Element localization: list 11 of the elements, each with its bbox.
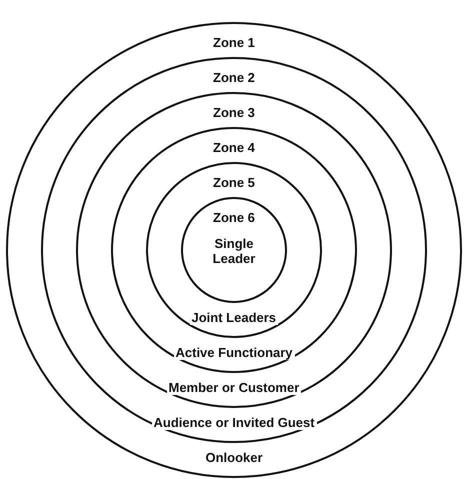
role-label: Active Functionary [174,345,295,360]
zone-label: Zone 6 [211,210,257,225]
zone-label: Zone 2 [211,70,257,85]
role-label: Joint Leaders [190,310,278,325]
zone-label: Zone 1 [211,35,257,50]
role-label: Member or Customer [166,380,302,395]
role-label: Onlooker [204,450,265,465]
zone-label: Zone 5 [211,175,257,190]
zone-label: Zone 4 [211,140,257,155]
zone-label: Zone 3 [211,105,257,120]
role-label: Audience or Invited Guest [152,415,317,430]
